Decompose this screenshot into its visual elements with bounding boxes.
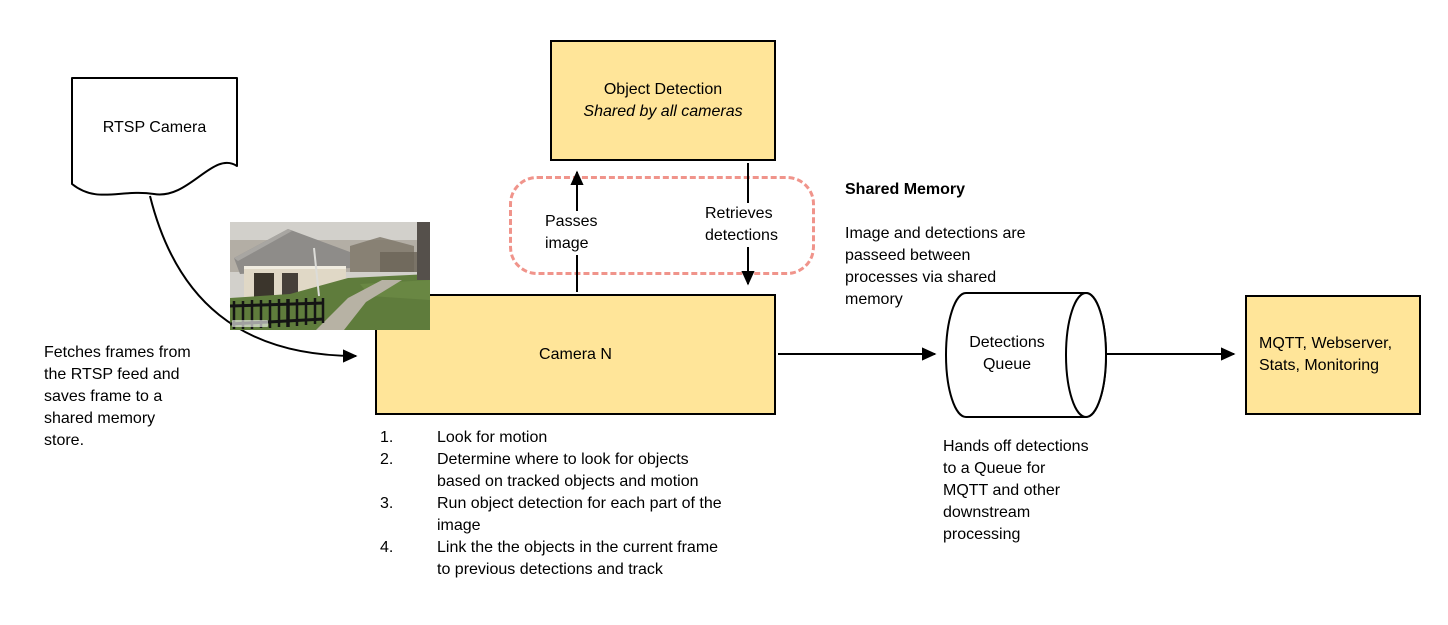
step-text: Run object detection for each part of th… (437, 495, 722, 534)
camera-n-label: Camera N (539, 345, 612, 363)
step-text: Look for motion (437, 429, 548, 446)
shared-memory-region (509, 176, 815, 275)
step-item: 4. Link the the objects in the current f… (380, 537, 790, 581)
step-number: 1. (380, 429, 394, 446)
object-detection-subtitle: Shared by all cameras (583, 102, 743, 120)
step-item: 2. Determine where to look for objects b… (380, 449, 790, 493)
rtsp-camera-label: RTSP Camera (102, 119, 207, 136)
queue-note: Hands off detections to a Queue for MQTT… (943, 438, 1089, 543)
detections-queue-face (1065, 292, 1107, 418)
edge-label-passes-image: Passes image (543, 211, 600, 255)
step-text: Determine where to look for objects base… (437, 451, 699, 490)
shared-memory-body: Image and detections are passeed between… (845, 225, 1026, 308)
step-item: 1. Look for motion (380, 427, 790, 449)
shared-memory-note: Shared Memory Image and detections are p… (845, 157, 1080, 333)
step-number: 2. (380, 451, 394, 468)
edge-label-retrieves-detections: Retrieves detections (703, 203, 780, 247)
camera-n-box: Camera N (375, 294, 776, 415)
arrow-rtsp-to-camera (149, 195, 358, 363)
rtsp-document-shape (71, 77, 238, 196)
camera-snapshot-image (230, 222, 430, 330)
output-box-label: MQTT, Webserver, Stats, Monitoring (1259, 335, 1393, 374)
step-item: 3. Run object detection for each part of… (380, 493, 790, 537)
camera-snapshot (230, 222, 430, 330)
output-box: MQTT, Webserver, Stats, Monitoring (1245, 295, 1421, 415)
step-number: 3. (380, 495, 394, 512)
processing-steps-list: 1. Look for motion 2. Determine where to… (380, 427, 790, 581)
step-text: Link the the objects in the current fram… (437, 539, 719, 578)
step-number: 4. (380, 539, 394, 556)
object-detection-box: Object Detection Shared by all cameras (550, 40, 776, 161)
detections-queue-label: Detections Queue (969, 334, 1045, 373)
object-detection-title: Object Detection (603, 80, 723, 98)
fetch-note: Fetches frames from the RTSP feed and sa… (44, 344, 191, 449)
shared-memory-title: Shared Memory (845, 181, 966, 198)
